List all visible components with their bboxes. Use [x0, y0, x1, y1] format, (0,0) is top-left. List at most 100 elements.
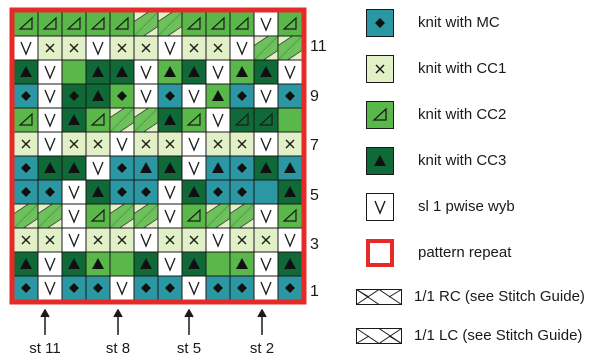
legend-label: knit with CC1 [418, 60, 507, 77]
chart-cell [253, 35, 279, 61]
stitch-label-11: st 11 [29, 340, 61, 357]
chart-cell [229, 275, 255, 301]
chart-cell [109, 131, 135, 157]
chart-cell [133, 11, 159, 37]
arrow-up-icon [40, 309, 50, 335]
legend-label: knit with MC [418, 14, 500, 31]
legend: knit with MC knit with CC1 knit with CC2… [350, 0, 610, 363]
chart-cell [109, 107, 135, 133]
diamond-icon [366, 9, 394, 37]
legend-item-mc: knit with MC [350, 6, 610, 40]
knitting-chart: 11 9 7 5 3 1 st 11 st 8 st 5 st 2 [9, 7, 327, 357]
chart-cell [133, 155, 159, 181]
chart-cell [253, 11, 279, 37]
stitch-label-5: st 5 [176, 340, 202, 357]
chart-cell [181, 11, 207, 37]
chart-cell [277, 83, 303, 109]
legend-item-cc2: knit with CC2 [350, 98, 610, 132]
chart-cell [109, 203, 135, 229]
chart-cell [277, 131, 303, 157]
chart-cell [277, 251, 303, 277]
chart-cell [157, 35, 183, 61]
chart-cell [253, 179, 279, 205]
chart-cell [133, 251, 159, 277]
chart-cell [205, 227, 231, 253]
chart-cell [253, 59, 279, 85]
chart-cell [37, 35, 63, 61]
chart-cell [277, 275, 303, 301]
chart-cell [13, 227, 39, 253]
triangle-outline-icon [366, 101, 394, 129]
stitch-label-2: st 2 [249, 340, 275, 357]
chart-cell [13, 83, 39, 109]
chart-cell [85, 107, 111, 133]
legend-item-cc3: knit with CC3 [350, 144, 610, 178]
chart-cell [205, 11, 231, 37]
chart-cell [157, 107, 183, 133]
chart-cell [37, 83, 63, 109]
chart-cell [13, 59, 39, 85]
chart-cell [277, 59, 303, 85]
chart-cell [181, 179, 207, 205]
chart-cell [61, 83, 87, 109]
legend-item-lc: 1/1 LC (see Stitch Guide) [350, 319, 610, 353]
row-number-7: 7 [310, 137, 319, 154]
chart-cell [37, 203, 63, 229]
chart-cell [13, 203, 39, 229]
chart-cell [229, 203, 255, 229]
legend-item-rc: 1/1 RC (see Stitch Guide) [350, 280, 610, 314]
chart-cell [85, 59, 111, 85]
chart-cell [85, 179, 111, 205]
red-box-icon [366, 239, 394, 267]
chart-cell [181, 107, 207, 133]
chart-cell [205, 131, 231, 157]
chart-cell [61, 59, 87, 85]
chart-cell [277, 155, 303, 181]
chart-cell [109, 251, 135, 277]
chart-cell [157, 203, 183, 229]
chart-cell [181, 35, 207, 61]
chart-cell [61, 275, 87, 301]
chart-cell [13, 251, 39, 277]
chart-cell [13, 275, 39, 301]
chart-cell [109, 59, 135, 85]
chart-cell [133, 83, 159, 109]
chart-cell [37, 275, 63, 301]
chart-cell [109, 11, 135, 37]
chart-cell [205, 107, 231, 133]
triangle-solid-icon [366, 147, 394, 175]
stitch-label-8: st 8 [105, 340, 131, 357]
chart-cell [253, 155, 279, 181]
chart-cell [109, 227, 135, 253]
chart-cell [13, 179, 39, 205]
legend-label: 1/1 RC (see Stitch Guide) [414, 288, 585, 305]
chart-cell [253, 275, 279, 301]
chart-cell [37, 155, 63, 181]
chart-cell [157, 59, 183, 85]
chart-cell [205, 59, 231, 85]
chart-cell [13, 131, 39, 157]
chart-cell [85, 11, 111, 37]
chart-cell [61, 11, 87, 37]
chart-cell [61, 227, 87, 253]
chart-cell [253, 83, 279, 109]
chart-cell [133, 227, 159, 253]
chart-cell [13, 35, 39, 61]
chart-cell [37, 107, 63, 133]
chart-cell [181, 203, 207, 229]
chart-cell [85, 131, 111, 157]
chart-cell [13, 107, 39, 133]
legend-item-slip: sl 1 pwise wyb [350, 190, 610, 224]
chart-cell [277, 179, 303, 205]
chart-cell [181, 131, 207, 157]
chart-cell [37, 251, 63, 277]
chart-cell [61, 131, 87, 157]
chart-cell [205, 251, 231, 277]
chart-cell [13, 11, 39, 37]
chart-cell [109, 35, 135, 61]
chart-cell [85, 275, 111, 301]
chart-cell [109, 275, 135, 301]
chart-cell [85, 83, 111, 109]
chart-cell [229, 59, 255, 85]
chart-cell [61, 107, 87, 133]
